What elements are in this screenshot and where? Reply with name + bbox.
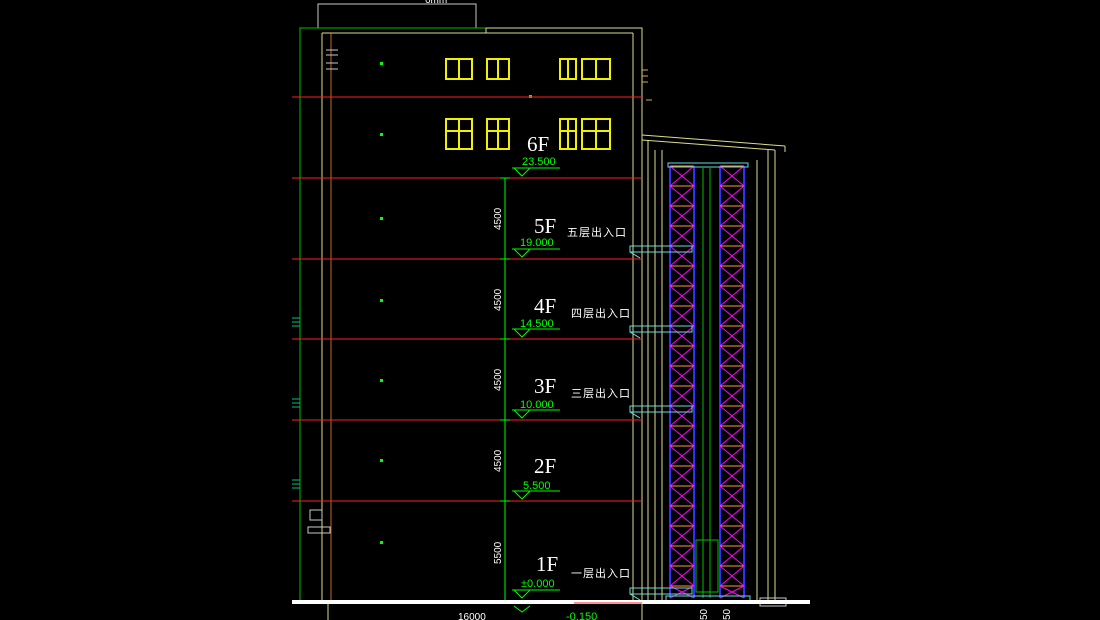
floor-name-1f: 1F [536, 552, 558, 576]
rack-brace [719, 165, 745, 187]
bottom-width-dimension: 16000 [458, 612, 486, 620]
platform-4f [629, 325, 693, 339]
top-label: 6mm [425, 0, 447, 6]
elevation-1f: ±0.000 [521, 578, 555, 590]
rack-brace [669, 545, 695, 567]
rack-brace [669, 445, 695, 467]
height-2f: 4500 [493, 449, 504, 472]
entry-label-4f: 四层出入口 [571, 306, 631, 320]
floor-name-6f: 6F [527, 132, 549, 156]
elevation-markers [512, 167, 560, 613]
elevation-values: 23.500 19.000 14.500 10.000 5.500 ±0.000… [520, 156, 597, 620]
rack-brace [719, 465, 745, 487]
rack-brace [719, 485, 745, 507]
height-3f: 4500 [493, 368, 504, 391]
rack-brace [669, 485, 695, 507]
rack-brace [719, 385, 745, 407]
rack-brace [669, 565, 695, 587]
rack-annex-outline [641, 134, 787, 607]
lift-carriage [695, 539, 719, 593]
rack-top-rail [667, 162, 749, 168]
rack-brace [669, 205, 695, 227]
rack-brace [719, 345, 745, 367]
entry-labels: 五层出入口 四层出入口 三层出入口 一层出入口 [567, 225, 631, 580]
rack-brace [669, 505, 695, 527]
rack-brace [669, 305, 695, 327]
rack-brace [669, 185, 695, 207]
elevation-4f: 14.500 [520, 318, 554, 330]
elevation-2f: 5.500 [523, 480, 551, 492]
rack-brace [719, 325, 745, 347]
platform-1f [629, 587, 693, 601]
rack-brace [719, 205, 745, 227]
rack-brace [719, 185, 745, 207]
elevation-6f: 23.500 [522, 156, 556, 168]
rack-brace [719, 545, 745, 567]
rack-brace [669, 225, 695, 247]
entry-label-3f: 三层出入口 [571, 386, 631, 400]
roof-parapet [317, 3, 477, 29]
rack-brace [669, 285, 695, 307]
rack-brace [719, 525, 745, 547]
rack-brace [719, 265, 745, 287]
entry-platforms [629, 245, 693, 601]
ground-line [292, 600, 810, 604]
rack-brace [719, 445, 745, 467]
left-vent-marks [292, 317, 300, 489]
rack-brace [719, 285, 745, 307]
rack-brace [719, 245, 745, 267]
right-fixtures [642, 69, 652, 101]
rack-brace [719, 225, 745, 247]
rack-brace [669, 245, 695, 267]
rack-brace [669, 405, 695, 427]
platform-5f [629, 245, 693, 259]
window-row-6f [445, 118, 611, 150]
rack-brace [669, 265, 695, 287]
rack-brace [719, 565, 745, 587]
rack-brace [669, 525, 695, 547]
ground-offset-elevation: -0.150 [566, 611, 597, 620]
rack-brace [719, 505, 745, 527]
rack-brace [669, 365, 695, 387]
floor-level-lines [292, 96, 642, 502]
rack-brace [669, 325, 695, 347]
rack-dim-right: 50 [722, 608, 733, 620]
height-dimensions: 4500 4500 4500 4500 5500 [493, 207, 504, 564]
rack-brace [719, 305, 745, 327]
left-fixtures [307, 49, 338, 534]
floor-name-2f: 2F [534, 454, 556, 478]
platform-3f [629, 405, 693, 419]
windows [445, 58, 611, 150]
rack-brace [669, 385, 695, 407]
elevation-5f: 19.000 [520, 237, 554, 249]
rack-brace [669, 345, 695, 367]
height-5f: 4500 [493, 207, 504, 230]
entry-label-1f: 一层出入口 [571, 566, 631, 580]
rack-brace [669, 465, 695, 487]
rack-dim-left: 50 [699, 608, 710, 620]
rack-brace [719, 405, 745, 427]
entry-label-5f: 五层出入口 [567, 225, 627, 239]
height-4f: 4500 [493, 288, 504, 311]
rack-brace [669, 165, 695, 187]
rack-brace [669, 425, 695, 447]
elevation-3f: 10.000 [520, 399, 554, 411]
floor-names: 6F 5F 4F 3F 2F 1F [527, 132, 558, 576]
storage-rack [665, 162, 751, 603]
floor-name-5f: 5F [534, 214, 556, 238]
floor-name-4f: 4F [534, 294, 556, 318]
rack-brace [719, 425, 745, 447]
floor-name-3f: 3F [534, 374, 556, 398]
rack-brace [719, 365, 745, 387]
height-1f: 5500 [493, 541, 504, 564]
window-row-top [445, 58, 611, 80]
